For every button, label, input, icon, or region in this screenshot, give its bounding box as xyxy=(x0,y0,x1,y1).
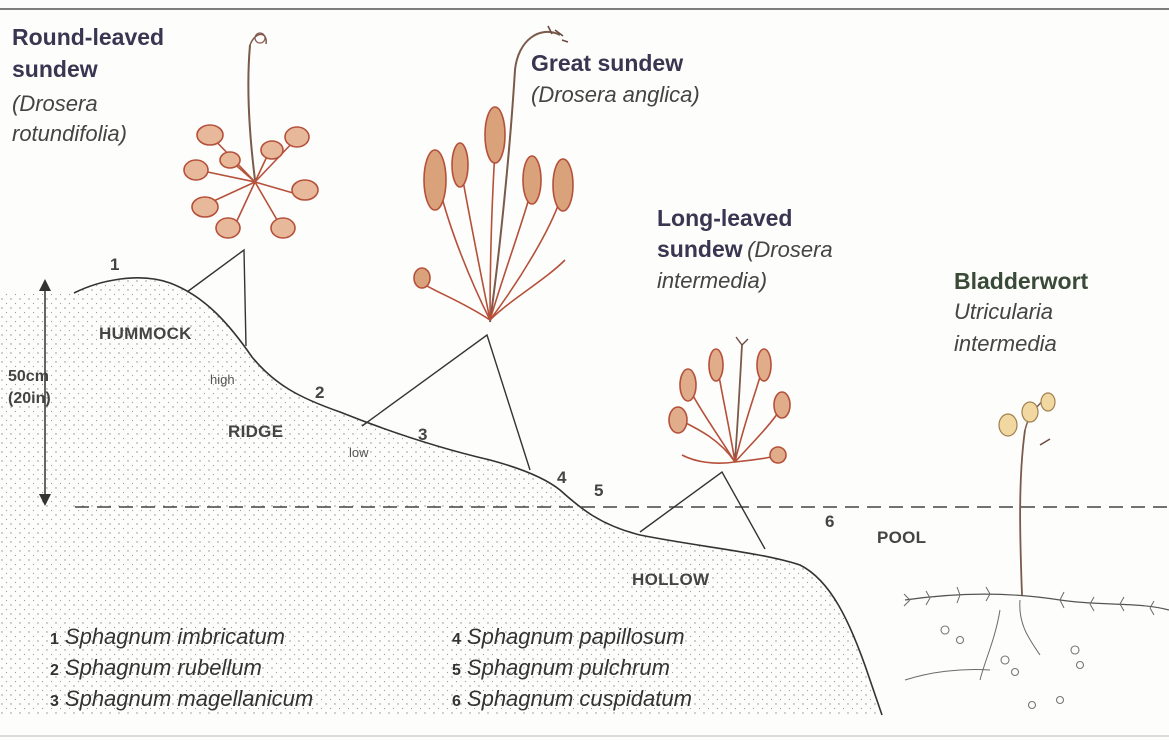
zone-pool: POOL xyxy=(877,528,926,548)
key-item-1: 1 Sphagnum imbricatum xyxy=(50,624,285,650)
key-species: Sphagnum cuspidatum xyxy=(467,686,692,711)
key-species: Sphagnum magellanicum xyxy=(65,686,313,711)
round-leaved-common-line2: sundew xyxy=(12,56,98,82)
long-leaved-common-line2: sundew xyxy=(657,236,743,262)
position-number-4: 4 xyxy=(557,468,566,488)
long-leaved-sundew-drawing xyxy=(669,337,790,463)
key-number: 6 xyxy=(452,693,461,710)
great-sundew-latin: (Drosera anglica) xyxy=(531,82,700,107)
position-number-2: 2 xyxy=(315,383,324,403)
key-item-6: 6 Sphagnum cuspidatum xyxy=(452,686,692,712)
long-leaved-line2: sundew (Drosera xyxy=(657,236,833,262)
key-species: Sphagnum imbricatum xyxy=(65,624,285,649)
bladderwort-latin-line2: intermedia xyxy=(954,331,1057,356)
scale-line2: (20in) xyxy=(8,388,51,410)
position-number-3: 3 xyxy=(418,425,427,445)
key-species: Sphagnum pulchrum xyxy=(467,655,670,680)
zone-ridge: RIDGE xyxy=(228,422,283,442)
scale-label: 50cm (20in) xyxy=(8,366,51,409)
key-species: Sphagnum rubellum xyxy=(65,655,262,680)
long-leaved-latin-line2: intermedia) xyxy=(657,268,767,293)
bladderwort-drawing xyxy=(904,393,1169,709)
key-number: 4 xyxy=(452,631,461,648)
moisture-low: low xyxy=(349,446,369,461)
zone-hollow: HOLLOW xyxy=(632,570,709,590)
pointer-long-leaved xyxy=(640,472,765,549)
key-number: 5 xyxy=(452,662,461,679)
round-leaved-latin-line1: (Drosera xyxy=(12,91,98,116)
great-sundew-common: Great sundew xyxy=(531,50,683,76)
key-item-5: 5 Sphagnum pulchrum xyxy=(452,655,670,681)
key-number: 2 xyxy=(50,662,59,679)
scale-line1: 50cm xyxy=(8,366,51,388)
bladderwort-latin-line1: Utricularia xyxy=(954,299,1053,324)
round-leaved-latin-line2: rotundifolia) xyxy=(12,121,127,146)
bladderwort-common: Bladderwort xyxy=(954,268,1088,294)
key-item-4: 4 Sphagnum papillosum xyxy=(452,624,685,650)
key-species: Sphagnum papillosum xyxy=(467,624,685,649)
key-number: 3 xyxy=(50,693,59,710)
round-leaved-common-line1: Round-leaved xyxy=(12,24,164,50)
long-leaved-latin-inline: (Drosera xyxy=(747,237,833,262)
position-number-1: 1 xyxy=(110,255,119,275)
long-leaved-common-line1: Long-leaved xyxy=(657,205,792,231)
zone-hummock: HUMMOCK xyxy=(99,324,192,344)
position-number-6: 6 xyxy=(825,512,834,532)
round-leaved-sundew-drawing xyxy=(184,33,318,238)
moisture-high: high xyxy=(210,373,235,388)
position-number-5: 5 xyxy=(594,481,603,501)
key-item-3: 3 Sphagnum magellanicum xyxy=(50,686,313,712)
key-item-2: 2 Sphagnum rubellum xyxy=(50,655,262,681)
key-number: 1 xyxy=(50,631,59,648)
